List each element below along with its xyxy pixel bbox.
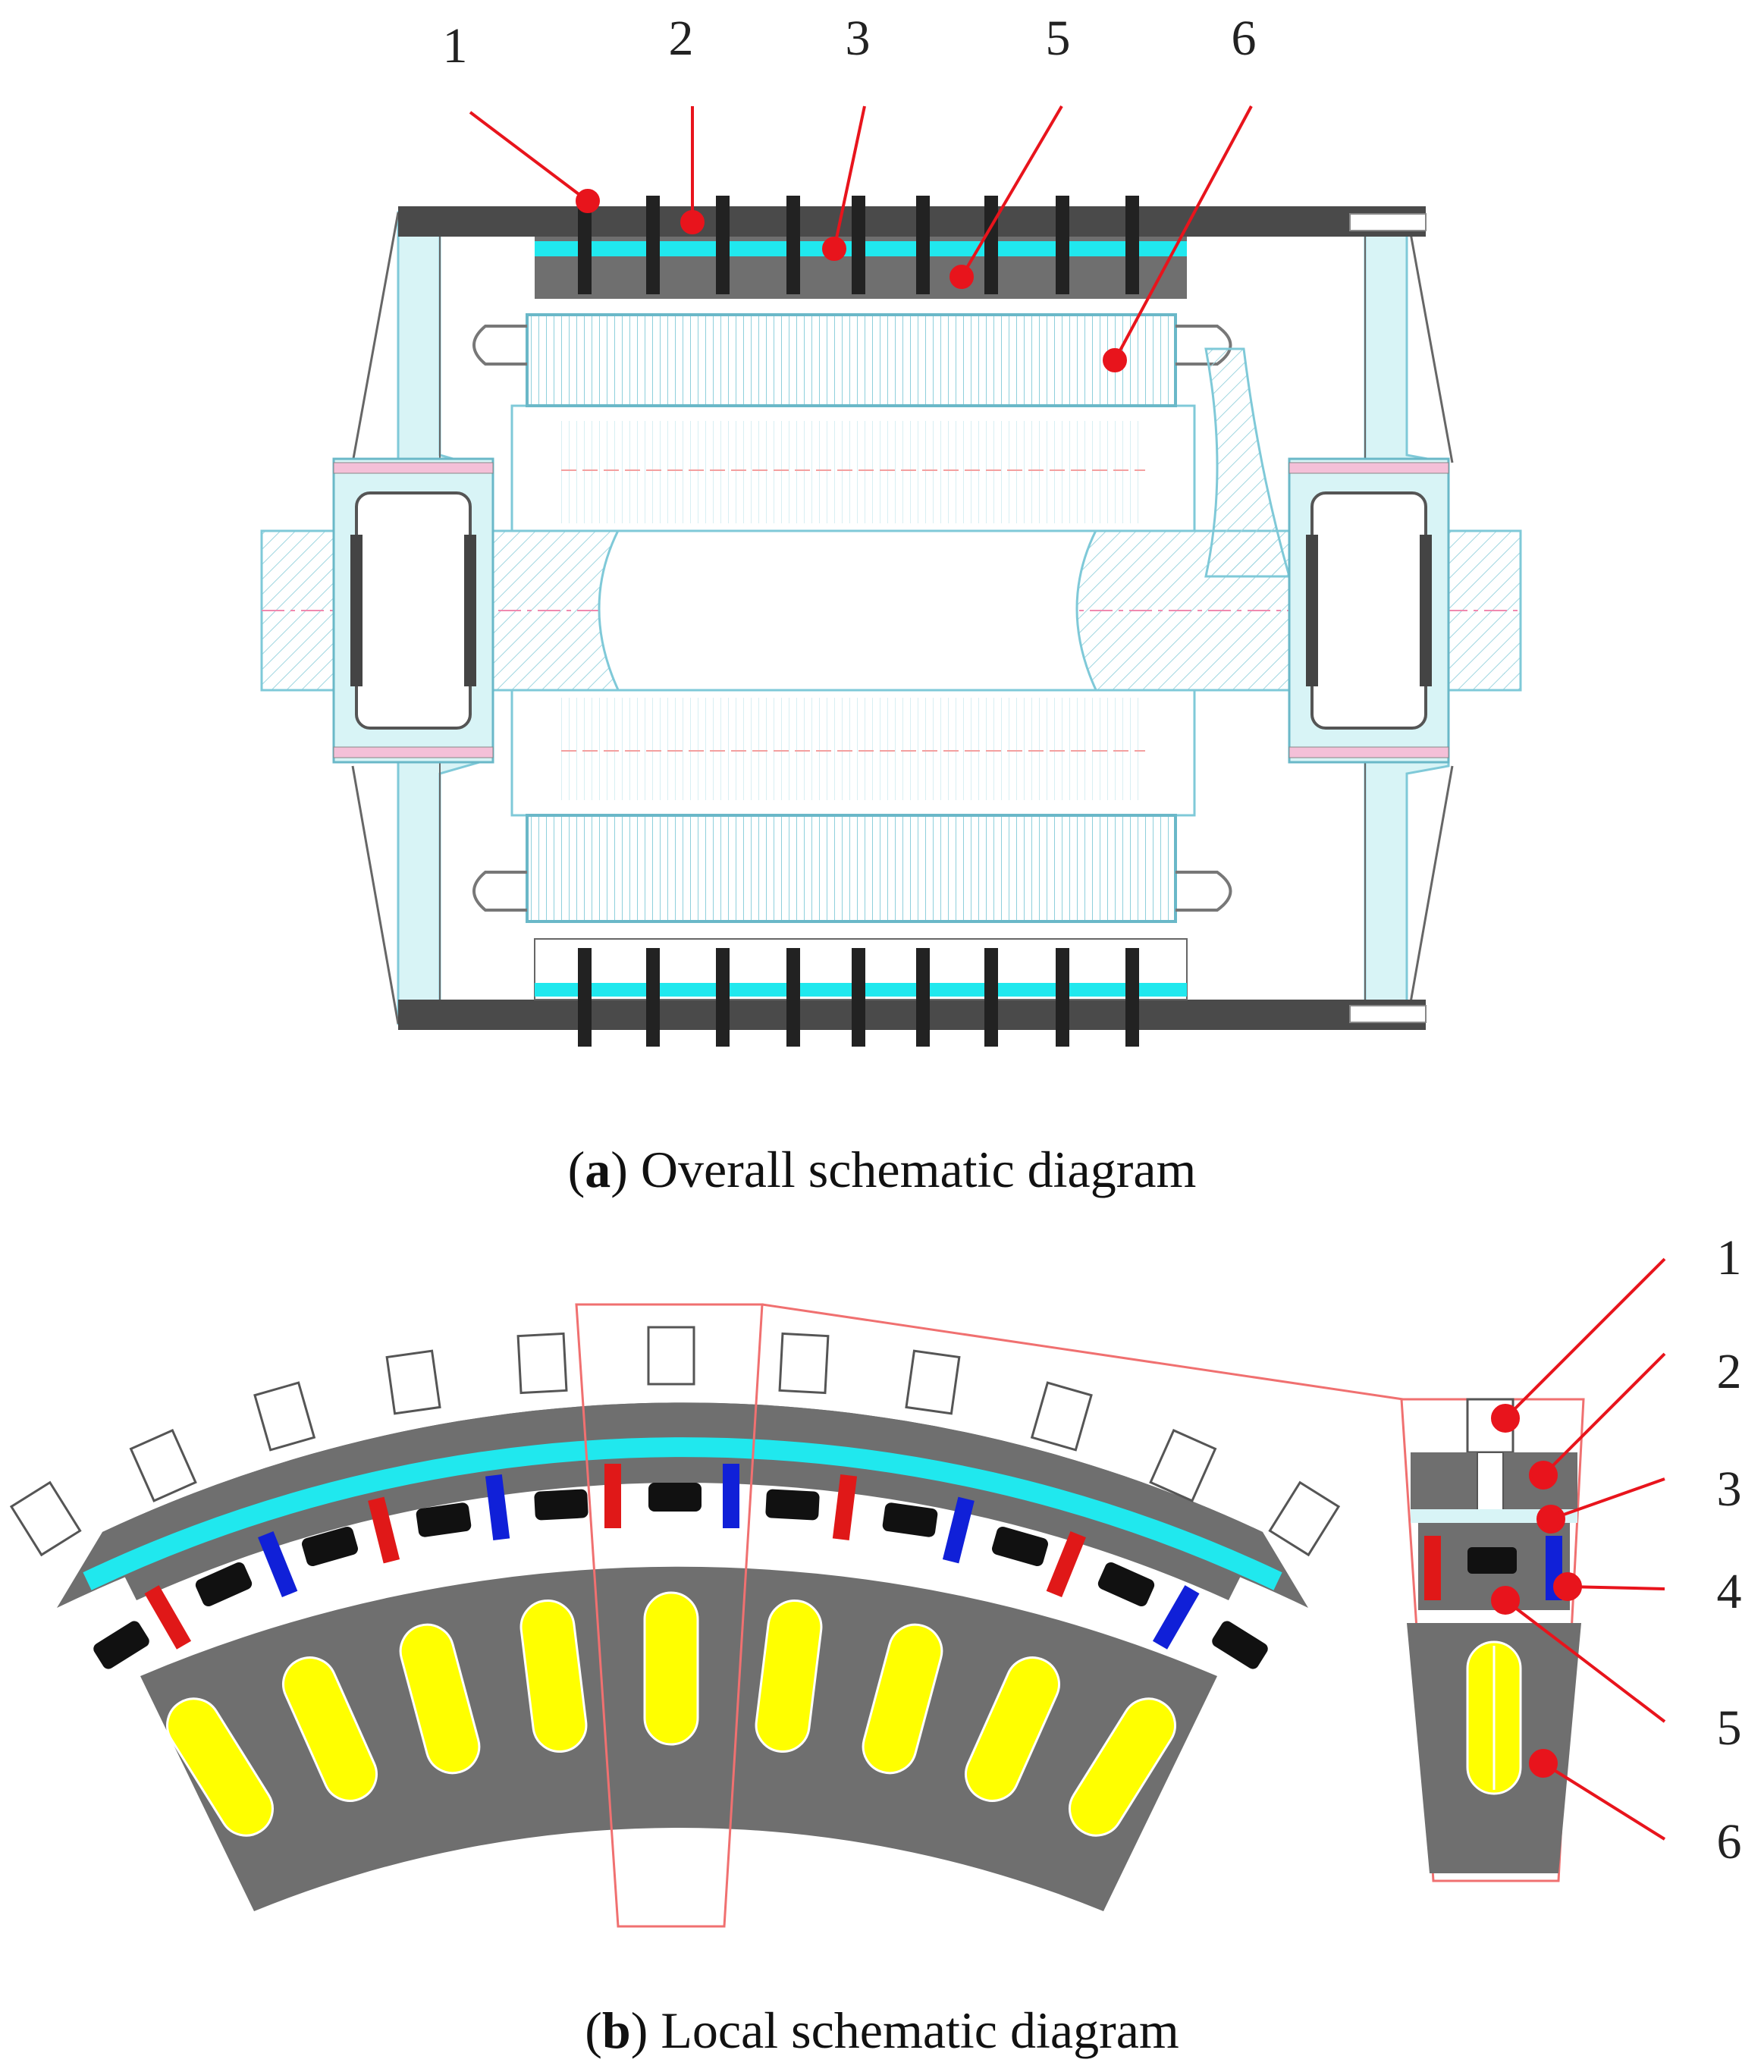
zoom-magnet-red	[1424, 1536, 1441, 1600]
stator-core-top	[526, 313, 1177, 407]
winding-end-left-top	[472, 325, 527, 366]
air-gap-arc	[142, 1552, 1216, 1670]
callouts-b	[1491, 1257, 1666, 1841]
zoom-sector-outline	[575, 1303, 764, 1928]
cyan-layer-arc	[83, 1437, 1282, 1590]
stator-core-bottom	[526, 814, 1177, 923]
shaft-bore	[598, 522, 1102, 699]
bolts-bottom	[578, 948, 1139, 1047]
label-b-2: 2	[1717, 1344, 1742, 1399]
label-b-3: 3	[1717, 1461, 1742, 1517]
zoom-connector	[761, 1303, 1404, 1401]
label-a-1: 1	[443, 18, 468, 74]
label-a-2: 2	[669, 11, 694, 66]
bolt-blocks	[93, 1483, 1268, 1669]
label-a-6: 6	[1232, 11, 1257, 66]
caption-a: (a) Overall schematic diagram	[568, 1141, 1197, 1198]
panel-a-overall-diagram: 1 2 3 5 6 (a) Overall schematic diagram	[260, 11, 1522, 1198]
caption-b: (b) Local schematic diagram	[585, 2001, 1179, 2059]
label-a-5: 5	[1046, 11, 1071, 66]
stator-coils	[166, 1591, 1176, 1837]
pole-band	[102, 1402, 1263, 1600]
zoom-bolt-block	[1467, 1547, 1517, 1574]
outer-frame-bottom	[398, 1000, 1426, 1030]
bolts-top	[578, 196, 1139, 294]
bolt-heads	[9, 1326, 1341, 1557]
cable-channel	[1204, 347, 1291, 578]
outer-frame-top	[398, 206, 1426, 237]
panel-b-local-diagram: 1 2 3 4 5 6 (b) Local schematic diagram	[9, 1230, 1742, 2059]
winding-end-left-bottom	[472, 871, 527, 912]
bearing-right	[1310, 491, 1427, 730]
label-b-6: 6	[1717, 1814, 1742, 1870]
winding-end-right-bottom	[1175, 871, 1232, 912]
label-b-1: 1	[1717, 1230, 1742, 1286]
label-b-4: 4	[1717, 1564, 1742, 1619]
label-a-3: 3	[846, 11, 871, 66]
zoom-cyan-layer	[1411, 1509, 1577, 1523]
label-b-5: 5	[1717, 1700, 1742, 1756]
magnets	[144, 1464, 1200, 1650]
zoom-detail	[1400, 1398, 1585, 1882]
callouts-a	[469, 105, 1253, 372]
bearing-left	[355, 491, 472, 730]
